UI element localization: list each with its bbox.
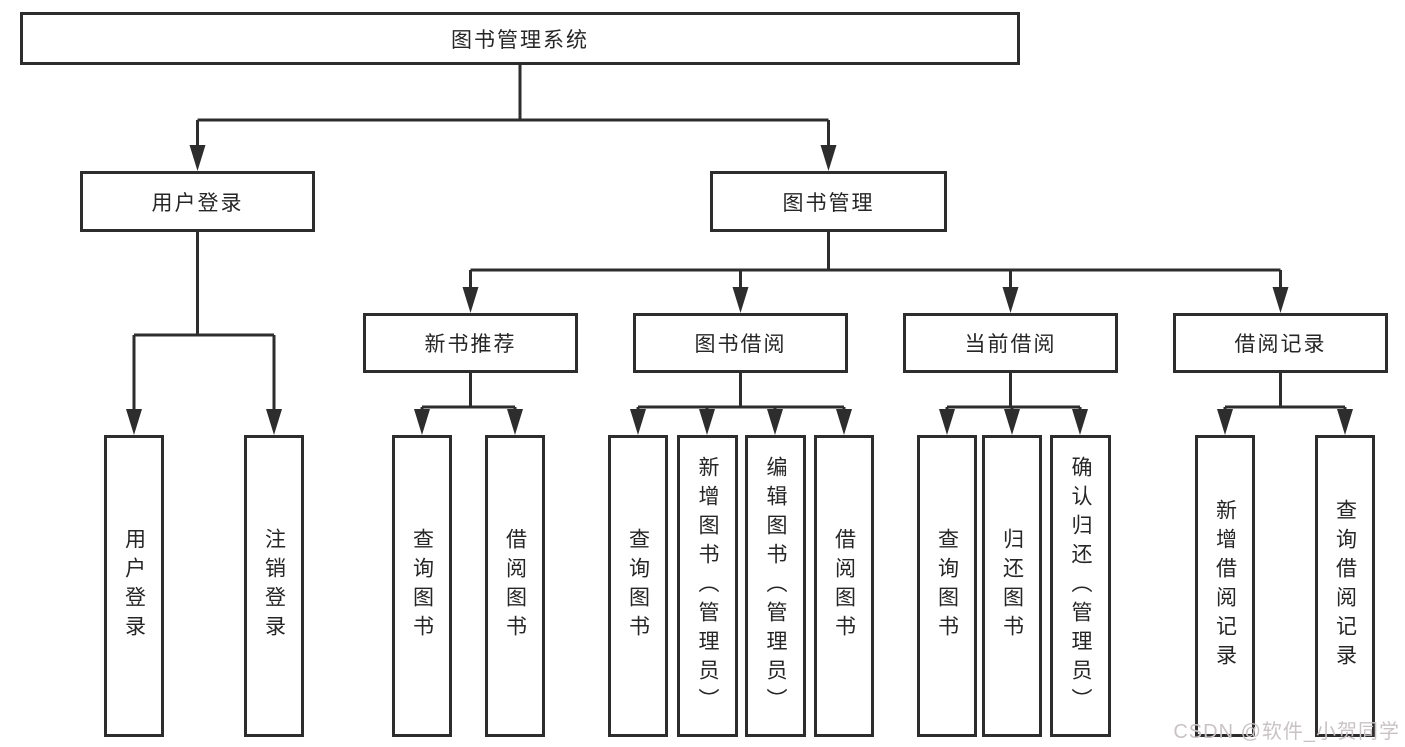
leaf-borrow-books-recommend: 借阅图书 bbox=[485, 435, 545, 737]
leaf-edit-books-admin: 编辑图书（管理员） bbox=[745, 435, 806, 737]
leaf-query-books-current-label: 查询图书 bbox=[935, 528, 959, 644]
leaf-query-books-current: 查询图书 bbox=[917, 435, 977, 737]
node-book-borrow: 图书借阅 bbox=[633, 313, 848, 373]
leaf-borrow-books-recommend-label: 借阅图书 bbox=[503, 528, 527, 644]
leaf-query-borrow-record-label: 查询借阅记录 bbox=[1333, 499, 1357, 673]
node-root: 图书管理系统 bbox=[20, 12, 1020, 65]
node-book-borrow-label: 图书借阅 bbox=[694, 333, 787, 356]
node-current-borrow: 当前借阅 bbox=[903, 313, 1118, 373]
connector-root-to-level2 bbox=[189, 65, 837, 171]
leaf-user-login-label: 用户登录 bbox=[122, 528, 146, 644]
node-new-book-recommend: 新书推荐 bbox=[363, 313, 578, 373]
arrowheads-level3 bbox=[462, 287, 1289, 313]
connector-user-login-branch bbox=[126, 232, 282, 435]
leaf-return-books-label: 归还图书 bbox=[1000, 528, 1024, 644]
leaf-borrow-books-label: 借阅图书 bbox=[832, 528, 856, 644]
node-book-management: 图书管理 bbox=[710, 171, 947, 232]
connector-borrow-records-branch bbox=[1217, 373, 1353, 435]
arrowheads-borrow-records-leaves bbox=[1217, 409, 1353, 435]
leaf-query-books-recommend: 查询图书 bbox=[392, 435, 452, 737]
connector-book-borrow-branch bbox=[630, 373, 852, 435]
node-book-management-label: 图书管理 bbox=[782, 191, 875, 215]
leaf-logout: 注销登录 bbox=[244, 435, 304, 737]
leaf-query-books-recommend-label: 查询图书 bbox=[410, 528, 434, 644]
leaf-query-borrow-record: 查询借阅记录 bbox=[1315, 435, 1375, 737]
leaf-return-books: 归还图书 bbox=[982, 435, 1042, 737]
arrowheads-level2 bbox=[189, 145, 837, 171]
node-borrow-records: 借阅记录 bbox=[1173, 313, 1388, 373]
node-current-borrow-label: 当前借阅 bbox=[964, 333, 1057, 356]
leaf-user-login: 用户登录 bbox=[104, 435, 164, 737]
arrowheads-new-book-leaves bbox=[414, 409, 523, 435]
arrowheads-user-login-leaves bbox=[126, 409, 282, 435]
leaf-edit-books-admin-label: 编辑图书（管理员） bbox=[764, 455, 787, 717]
leaf-add-books-admin-label: 新增图书（管理员） bbox=[696, 455, 719, 717]
arrowheads-book-borrow-leaves bbox=[630, 409, 852, 435]
leaf-borrow-books: 借阅图书 bbox=[814, 435, 874, 737]
leaf-query-books-borrow: 查询图书 bbox=[608, 435, 668, 737]
leaf-add-books-admin: 新增图书（管理员） bbox=[677, 435, 738, 737]
leaf-confirm-return-admin: 确认归还（管理员） bbox=[1050, 435, 1111, 737]
leaf-add-borrow-record: 新增借阅记录 bbox=[1195, 435, 1255, 737]
node-borrow-records-label: 借阅记录 bbox=[1234, 333, 1327, 356]
connector-current-borrow-branch bbox=[939, 373, 1088, 435]
node-user-login: 用户登录 bbox=[80, 171, 315, 232]
leaf-confirm-return-admin-label: 确认归还（管理员） bbox=[1069, 455, 1092, 717]
connector-book-management-branch bbox=[462, 232, 1289, 313]
leaf-query-books-borrow-label: 查询图书 bbox=[626, 528, 650, 644]
node-root-label: 图书管理系统 bbox=[451, 28, 589, 52]
arrowheads-current-borrow-leaves bbox=[939, 409, 1088, 435]
connector-new-book-recommend-branch bbox=[414, 373, 523, 435]
leaf-logout-label: 注销登录 bbox=[262, 528, 286, 644]
node-new-book-recommend-label: 新书推荐 bbox=[424, 333, 517, 356]
leaf-add-borrow-record-label: 新增借阅记录 bbox=[1213, 499, 1237, 673]
watermark: CSDN @软件_小贺同学 bbox=[1173, 721, 1400, 743]
node-user-login-label: 用户登录 bbox=[151, 191, 244, 215]
